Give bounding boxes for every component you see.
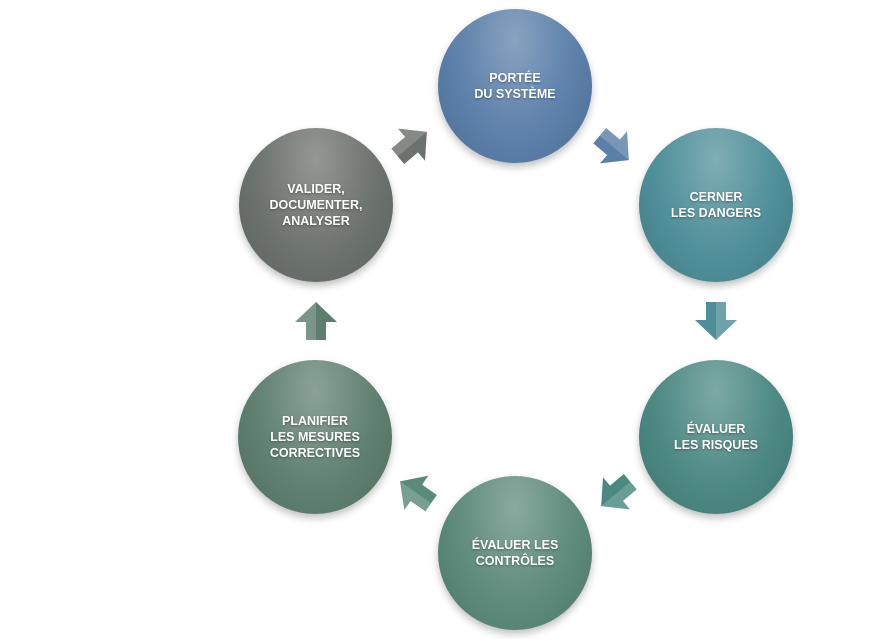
arrow-body (295, 302, 337, 340)
cycle-arrow-icon (295, 302, 337, 340)
arrow-highlight (716, 302, 737, 340)
arrow-highlight (399, 481, 432, 512)
step-plan-corrective-measures: PLANIFIER LES MESURES CORRECTIVES (238, 360, 392, 514)
cycle-arrow-icon (391, 128, 427, 164)
step-label-line: ANALYSER (282, 214, 350, 228)
step-label-line: CONTRÔLES (475, 554, 555, 568)
arrow-body (593, 128, 629, 164)
step-assess-controls: ÉVALUER LES CONTRÔLES (438, 476, 592, 630)
step-validate-document-analyse: VALIDER, DOCUMENTER, ANALYSER (239, 128, 393, 282)
arrow-highlight (391, 128, 427, 157)
step-label-line: PLANIFIER (282, 414, 348, 428)
step-label-line: CERNER (689, 190, 743, 204)
arrow-highlight (295, 302, 316, 340)
arrow-body (695, 302, 737, 340)
step-label-line: PORTÉE (489, 71, 541, 85)
arrow-highlight (601, 481, 637, 510)
arrow-highlight (599, 128, 629, 161)
cycle-arrow-icon (601, 474, 637, 510)
step-identify-hazards: CERNER LES DANGERS (639, 128, 793, 282)
step-label-line: DOCUMENTER, (269, 198, 363, 212)
arrow-body (399, 475, 437, 512)
step-label-line: CORRECTIVES (269, 446, 361, 460)
arrow-body (391, 128, 427, 164)
step-label-line: VALIDER, (287, 182, 345, 196)
step-system-scope: PORTÉE DU SYSTÈME (438, 9, 592, 163)
step-label-line: LES DANGERS (670, 206, 762, 220)
step-label-line: LES MESURES (270, 430, 360, 444)
step-label-line: LES RISQUES (673, 438, 759, 452)
cycle-arrow-icon (593, 128, 629, 164)
cycle-arrow-icon (695, 302, 737, 340)
step-label-line: DU SYSTÈME (474, 87, 556, 101)
step-assess-risks: ÉVALUER LES RISQUES (639, 360, 793, 514)
step-label-line: ÉVALUER LES (471, 538, 559, 552)
cycle-arrow-icon (399, 475, 437, 512)
arrow-body (601, 474, 637, 510)
step-label-line: ÉVALUER (686, 422, 746, 436)
